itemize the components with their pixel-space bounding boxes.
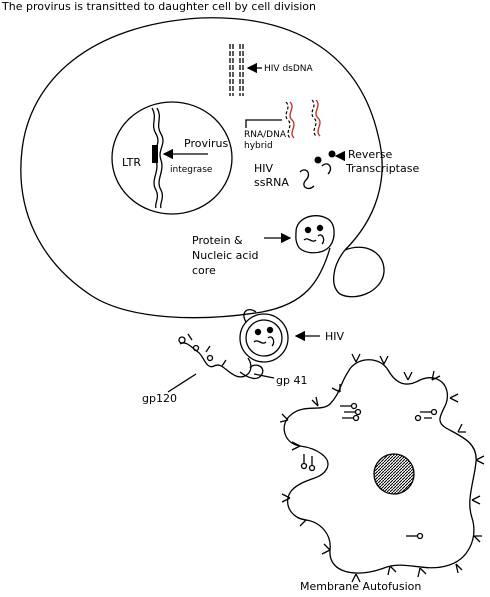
hiv-ssrna: [299, 150, 336, 190]
provirus-label: Provirus: [184, 137, 229, 150]
integrated-provirus-segment: [152, 145, 158, 163]
nucleus: [111, 101, 233, 215]
hiv-ssrna-label-2: ssRNA: [254, 176, 289, 189]
protein-core-label-1: Protein &: [192, 234, 243, 247]
gp41-leader: [253, 373, 275, 379]
protein-core-label-2: Nucleic acid: [192, 249, 259, 262]
hybrid-bracket: [245, 119, 282, 128]
syncytium-cell: [279, 353, 485, 583]
hiv-dsdna-label: HIV dsDNA: [264, 64, 314, 74]
host-cell-membrane: [20, 17, 385, 319]
gp120-leader: [167, 373, 197, 393]
rna-dna-hybrid-label-1: RNA/DNA: [244, 130, 287, 140]
budding-virion: [239, 308, 289, 363]
rna-dna-hybrid-label-2: hybrid: [244, 141, 273, 151]
reverse-transcriptase-label-2: Transcriptase: [345, 162, 419, 175]
ltr-label: LTR: [122, 156, 141, 169]
membrane-autofusion-label: Membrane Autofusion: [300, 580, 421, 592]
integrase-label: integrase: [170, 165, 213, 175]
protein-core-label-3: core: [192, 264, 216, 277]
gp120-gp41-complex: [178, 333, 264, 380]
host-chromosome-strand: [156, 107, 164, 209]
syncytium-nucleus: [373, 453, 415, 495]
hiv-label: HIV: [325, 330, 345, 343]
gp41-label: gp 41: [276, 374, 307, 387]
reverse-transcriptase-label-1: Reverse: [348, 148, 392, 161]
hiv-dsdna: [229, 44, 244, 96]
protein-core: [295, 215, 335, 254]
gp120-label: gp120: [142, 392, 177, 405]
hiv-ssrna-label-1: HIV: [254, 162, 274, 175]
diagram-title: The provirus is transitted to daughter c…: [1, 0, 316, 13]
rna-dna-hybrid: [285, 99, 321, 139]
